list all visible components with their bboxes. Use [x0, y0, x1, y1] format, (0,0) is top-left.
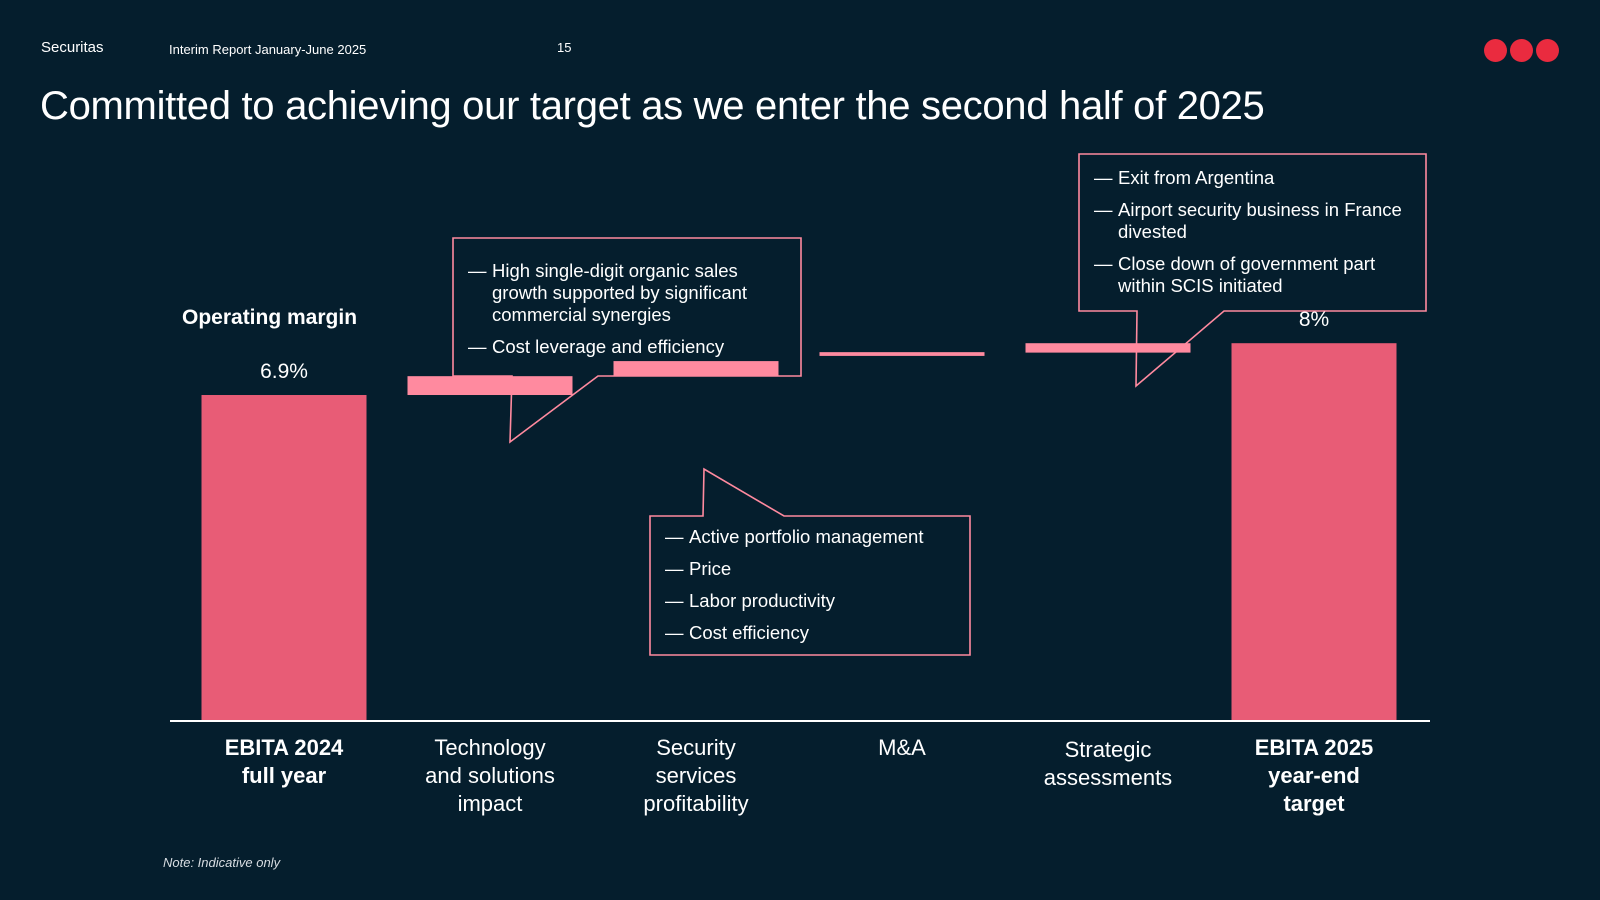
page-number: 15: [557, 40, 572, 55]
category-label-5: EBITA 2025 year-end target: [1254, 735, 1374, 816]
callout-2-item-2: Close down of government part within SCI…: [1094, 253, 1419, 297]
callout-1-item-3: Cost efficiency: [665, 622, 963, 644]
slide-title: Committed to achieving our target as we …: [40, 84, 1265, 128]
bar-2: [613, 361, 779, 377]
report-title: Interim Report January-June 2025: [169, 42, 367, 57]
bar-4: [1025, 343, 1191, 353]
callout-text-2: Exit from ArgentinaAirport security busi…: [1094, 167, 1419, 307]
category-label-1: Technology and solutions impact: [425, 735, 555, 816]
category-label-3: M&A: [878, 735, 926, 760]
callout-1-item-1: Price: [665, 558, 963, 580]
brand-name: Securitas: [41, 39, 104, 56]
y-axis-label: Operating margin: [182, 306, 358, 329]
category-label-2: Security services profitability: [643, 735, 749, 816]
bar-3: [819, 352, 985, 356]
callout-box-2: [1078, 153, 1427, 388]
callout-shapes: [452, 153, 1427, 656]
logo-dot-1: [1484, 39, 1507, 62]
data-label-5: 8%: [1298, 308, 1330, 332]
callout-2-item-1: Airport security business in France dive…: [1094, 199, 1419, 243]
category-label-0: EBITA 2024 full year: [224, 735, 344, 788]
logo-dot-3: [1536, 39, 1559, 62]
logo-dot-2: [1510, 39, 1533, 62]
callout-box-1: [649, 467, 971, 656]
callout-text-1: Active portfolio managementPriceLabor pr…: [665, 526, 963, 654]
category-label-4: Strategic assessments: [1043, 737, 1173, 790]
securitas-logo-icon: [1484, 39, 1560, 63]
callout-2-item-0: Exit from Argentina: [1094, 167, 1419, 189]
footnote: Note: Indicative only: [163, 855, 281, 870]
callout-box-0: [452, 237, 802, 444]
bar-1: [407, 376, 573, 396]
bars-layer: [201, 343, 1397, 720]
callout-text-0: High single-digit organic sales growth s…: [468, 260, 794, 368]
bar-5: [1231, 343, 1397, 720]
callout-1-item-0: Active portfolio management: [665, 526, 963, 548]
bar-0: [201, 395, 367, 720]
callout-0-item-0: High single-digit organic sales growth s…: [468, 260, 794, 326]
callout-0-item-1: Cost leverage and efficiency: [468, 336, 794, 358]
callout-1-item-2: Labor productivity: [665, 590, 963, 612]
data-label-0: 6.9%: [260, 360, 308, 383]
